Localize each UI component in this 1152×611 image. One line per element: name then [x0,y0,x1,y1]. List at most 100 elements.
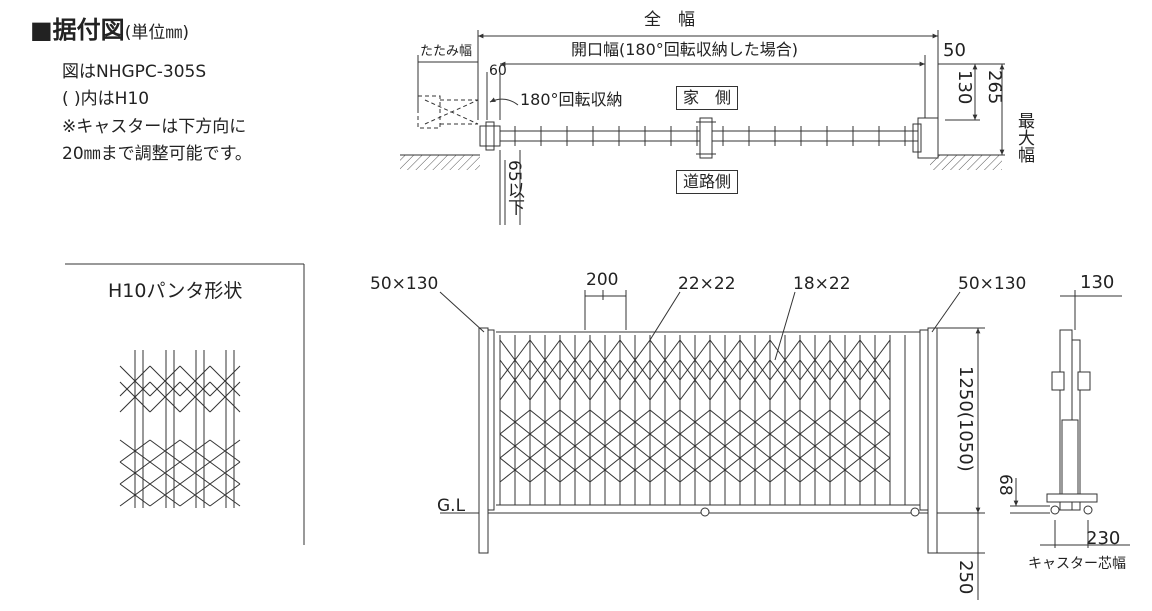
gate-link [559,433,591,459]
panto-link [119,461,151,485]
gate-link [559,359,591,401]
gate-link [799,433,831,459]
panto-link [179,439,211,463]
gate-link [709,359,741,401]
gate-link [589,433,621,459]
panto-link [149,483,181,507]
gate-link [559,457,591,483]
gate-link [769,359,801,401]
label-rotate: 180°回転収納 [520,90,623,109]
gate-link [679,359,711,401]
panto-link [179,461,211,485]
note-adjust: 20㎜まで調整可能です。 [62,144,252,164]
gate-link [799,409,831,435]
label-fold-width: たたみ幅 [420,44,473,59]
gate-link [799,359,831,401]
gate-link [769,339,801,381]
gate-link [529,433,561,459]
gate-link [739,359,771,401]
dim-embed: 250 [955,560,976,595]
gate-link [589,409,621,435]
gate-link [589,359,621,401]
gate-link [739,457,771,483]
gate-link [739,409,771,435]
gate-link [619,433,651,459]
gate-link [649,359,681,401]
label-house-side: 家 側 [676,86,739,110]
panto-link [179,483,211,507]
dim-68: 68 [995,474,1015,496]
diagram-title: ■据付図(単位㎜) [30,18,189,42]
label-gl: G.L [437,496,466,516]
gate-link [799,457,831,483]
gate-link [679,433,711,459]
panto-link [209,365,241,397]
front-view [439,290,985,600]
gate-link [649,457,681,483]
gate-link [649,433,681,459]
gate-link [499,433,531,459]
label-opening-width: 開口幅(180°回転収納した場合) [571,40,799,59]
gate-link [619,457,651,483]
gate-link [709,339,741,381]
gate-link [559,339,591,381]
gate-link [619,409,651,435]
gate-link [529,457,561,483]
panto-link [119,365,151,397]
panto-link [149,461,181,485]
gate-link [679,339,711,381]
label-caster-width: キャスター芯幅 [1028,556,1126,572]
gate-link [499,339,531,381]
panto-link [209,381,241,413]
dim-height: 1250(1050) [955,366,976,472]
panto-link [119,381,151,413]
panto-link [209,483,241,507]
dim-left-post: 50×130 [370,274,439,294]
panto-link [119,439,151,463]
gate-link [559,409,591,435]
pantograph-title: H10パンタ形状 [108,280,243,302]
gate-link [739,339,771,381]
gate-link [649,339,681,381]
gate-link [679,409,711,435]
pantograph-shape [65,263,305,545]
label-total-width: 全 幅 [644,10,695,30]
panto-link [209,461,241,485]
gate-link [859,409,891,435]
dim-60: 60 [489,63,507,79]
gate-link [499,359,531,401]
gate-link [799,339,831,381]
dim-sub-bar: 18×22 [793,274,851,294]
dim-50: 50 [943,40,966,61]
panto-link [179,381,211,413]
gate-link [829,339,861,381]
gate-link [859,457,891,483]
label-road-side: 道路側 [676,170,739,194]
title-main: ■据付図 [30,16,125,44]
gate-link [829,409,861,435]
gate-link [709,457,741,483]
panto-link [179,365,211,397]
top-view [400,30,1005,225]
gate-link [709,409,741,435]
title-unit: (単位㎜) [124,23,189,43]
panto-link [149,439,181,463]
gate-link [769,409,801,435]
note-caster: ※キャスターは下方向に [62,117,247,137]
dim-pitch: 200 [586,270,619,290]
gate-link [529,359,561,401]
gate-link [829,433,861,459]
dim-130-top: 130 [954,70,975,105]
gate-link [529,409,561,435]
gate-link [859,339,891,381]
gate-link [859,433,891,459]
dim-main-bar: 22×22 [678,274,736,294]
panto-link [209,439,241,463]
gate-link [499,457,531,483]
gate-link [709,433,741,459]
gate-link [649,409,681,435]
gate-link [769,457,801,483]
gate-link [529,339,561,381]
label-max-width: 最大幅 [1014,112,1034,163]
